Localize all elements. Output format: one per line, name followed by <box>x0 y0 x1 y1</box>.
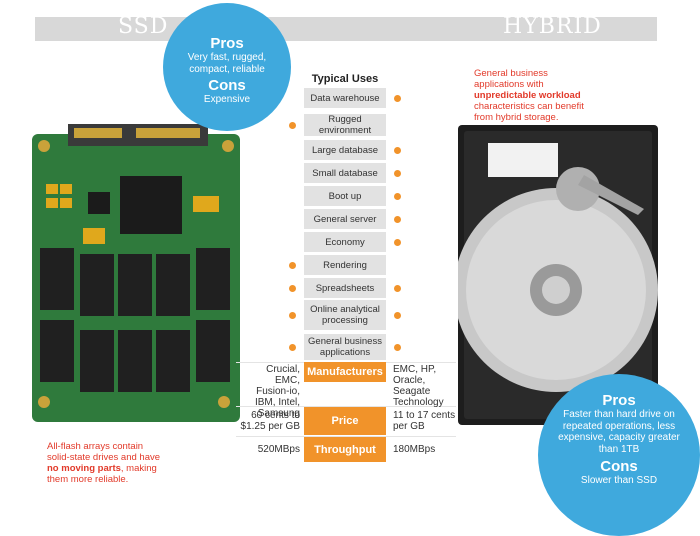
use-row-label: Large database <box>304 140 386 160</box>
gold-pad <box>60 184 72 194</box>
hybrid-pros-cons-bubble: Pros Faster than hard drive on repeated … <box>538 374 700 536</box>
hybrid-note: General business applications with unpre… <box>474 68 598 123</box>
typical-uses-title: Typical Uses <box>311 73 379 85</box>
small-chip <box>88 192 110 214</box>
ssd-pros-title: Pros <box>210 35 244 52</box>
hybrid-use-indicator <box>394 311 401 319</box>
hybrid-use-indicator <box>394 238 401 246</box>
screw-hole <box>38 140 50 152</box>
gold-pad <box>46 198 58 208</box>
screw-hole <box>38 396 50 408</box>
ssd-board-image <box>32 124 240 422</box>
gold-pad <box>83 228 105 244</box>
hybrid-price: 11 to 17 cents per GB <box>393 410 456 432</box>
use-row-label: General business applications <box>304 334 386 360</box>
ssd-note-text-end: , making them more reliable. <box>47 463 157 485</box>
hybrid-manufacturers: EMC, HP, Oracle, Seagate Technology <box>393 364 444 408</box>
ssd-note-emphasis: no moving parts <box>47 463 121 474</box>
screw-hole <box>218 396 230 408</box>
connector-pins <box>74 128 122 138</box>
ssd-use-indicator <box>289 261 296 269</box>
hybrid-pros-text: Faster than hard drive on repeated opera… <box>558 409 680 455</box>
divider <box>236 406 456 407</box>
actuator-arm <box>578 175 644 215</box>
hybrid-heading: HYBRID <box>503 14 602 39</box>
ssd-use-indicator <box>289 121 296 129</box>
gold-pad <box>193 196 219 212</box>
use-row-label: Economy <box>304 232 386 252</box>
ssd-price: 60 cents to $1.25 per GB <box>240 410 300 432</box>
ssd-throughput: 520MBps <box>257 444 300 455</box>
gold-pad <box>46 184 58 194</box>
ssd-use-indicator <box>289 311 296 319</box>
hybrid-cons-text: Slower than SSD <box>580 475 658 486</box>
hybrid-use-indicator <box>394 192 401 200</box>
hybrid-pros-title: Pros <box>602 392 636 409</box>
hard-drive-image <box>458 125 658 425</box>
ssd-heading: SSD <box>118 14 169 39</box>
screw-hole <box>222 140 234 152</box>
ssd-pros-cons-bubble: Pros Very fast, rugged, compact, reliabl… <box>163 3 291 131</box>
spindle <box>542 276 570 304</box>
use-row-label: Data warehouse <box>304 88 386 108</box>
hybrid-use-indicator <box>394 343 401 351</box>
hybrid-use-indicator <box>394 284 401 292</box>
hybrid-use-indicator <box>394 215 401 223</box>
ssd-cons-title: Cons <box>208 77 246 94</box>
hybrid-throughput: 180MBps <box>393 444 436 455</box>
memory-chips <box>40 248 230 392</box>
use-row-label: Rendering <box>304 255 386 275</box>
use-row-label: Online analytical processing <box>304 300 386 330</box>
ssd-note-text: All-flash arrays contain solid-state dri… <box>47 441 161 463</box>
hybrid-use-indicator <box>394 146 401 154</box>
hybrid-use-indicator <box>394 169 401 177</box>
ssd-cons-text: Expensive <box>203 94 251 105</box>
controller-chip <box>120 176 182 234</box>
gold-pad <box>60 198 72 208</box>
use-row-label: Small database <box>304 163 386 183</box>
use-row-label: Spreadsheets <box>304 278 386 298</box>
ssd-note: All-flash arrays contain solid-state dri… <box>47 441 165 485</box>
hybrid-note-emphasis: unpredictable workload <box>474 90 581 101</box>
ssd-manufacturers: Crucial, EMC, Fusion-io, IBM, Intel, Sam… <box>254 364 300 419</box>
connector-pins <box>136 128 200 138</box>
use-row-label: Rugged environment <box>304 114 386 136</box>
hybrid-use-indicator <box>394 94 401 102</box>
hybrid-note-text: General business applications with <box>474 68 548 90</box>
throughput-label: Throughput <box>304 437 386 462</box>
hybrid-note-text-end: characteristics can benefit from hybrid … <box>474 101 584 123</box>
header-bar <box>35 17 657 41</box>
drive-label <box>488 143 558 177</box>
divider <box>236 436 456 437</box>
ssd-pros-text: Very fast, rugged, compact, reliable <box>187 52 267 75</box>
price-label: Price <box>304 407 386 435</box>
use-row-label: General server <box>304 209 386 229</box>
use-row-label: Boot up <box>304 186 386 206</box>
hybrid-cons-title: Cons <box>600 458 638 475</box>
ssd-use-indicator <box>289 343 296 351</box>
manufacturers-label: Manufacturers <box>304 362 386 382</box>
ssd-use-indicator <box>289 284 296 292</box>
